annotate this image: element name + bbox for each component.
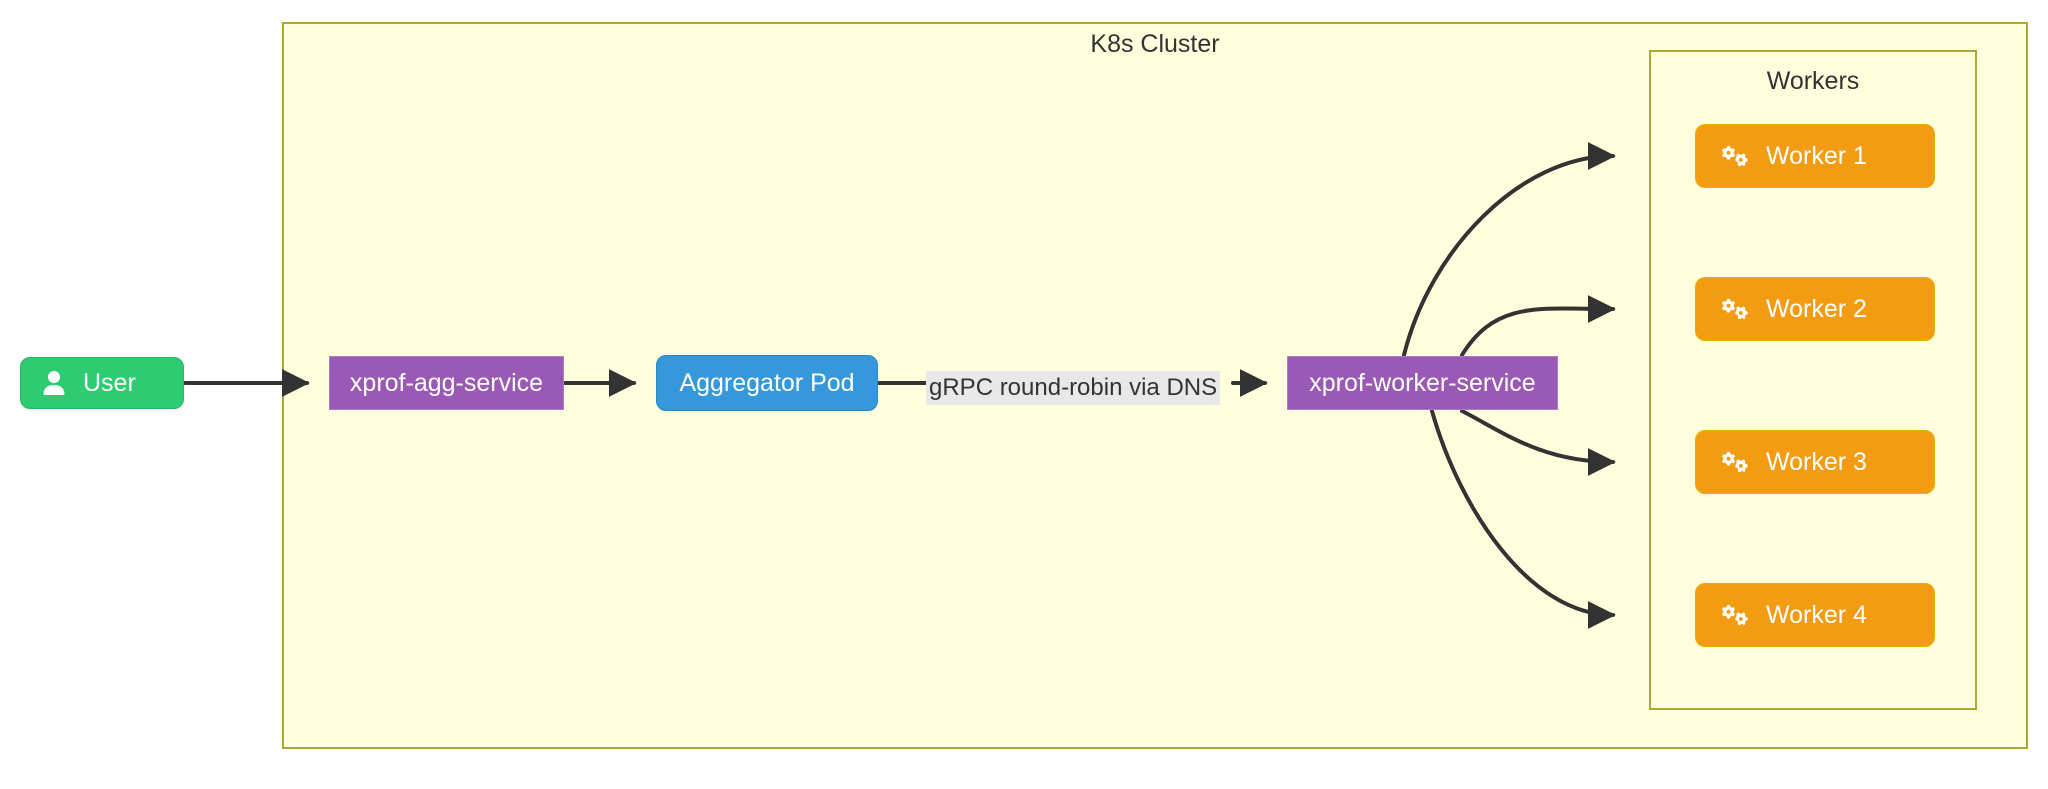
node-worker-1-label: Worker 1 [1766, 141, 1867, 170]
cluster-workers-title: Workers [1766, 67, 1860, 95]
node-worker-3[interactable]: Worker 3 [1695, 430, 1935, 494]
node-worker-3-label: Worker 3 [1766, 447, 1867, 476]
node-aggregator-pod-label: Aggregator Pod [679, 368, 855, 397]
user-icon [43, 371, 65, 395]
node-worker-4[interactable]: Worker 4 [1695, 583, 1935, 647]
node-worker-2[interactable]: Worker 2 [1695, 277, 1935, 341]
cogs-icon [1722, 144, 1748, 168]
node-worker-2-label: Worker 2 [1766, 294, 1867, 323]
node-user[interactable]: User [20, 357, 184, 409]
node-user-label: User [83, 368, 136, 397]
node-xprof-agg-service[interactable]: xprof-agg-service [329, 356, 564, 410]
edge-label-grpc-round-robin: gRPC round-robin via DNS [926, 371, 1221, 405]
node-aggregator-pod[interactable]: Aggregator Pod [656, 355, 878, 411]
cogs-icon [1722, 450, 1748, 474]
cogs-icon [1722, 297, 1748, 321]
node-worker-1[interactable]: Worker 1 [1695, 124, 1935, 188]
node-xprof-worker-service-label: xprof-worker-service [1309, 368, 1536, 397]
cluster-k8s-cluster-title: K8s Cluster [1090, 30, 1220, 58]
cogs-icon [1722, 603, 1748, 627]
node-xprof-agg-service-label: xprof-agg-service [349, 368, 544, 397]
node-xprof-worker-service[interactable]: xprof-worker-service [1287, 356, 1558, 410]
node-worker-4-label: Worker 4 [1766, 600, 1867, 629]
